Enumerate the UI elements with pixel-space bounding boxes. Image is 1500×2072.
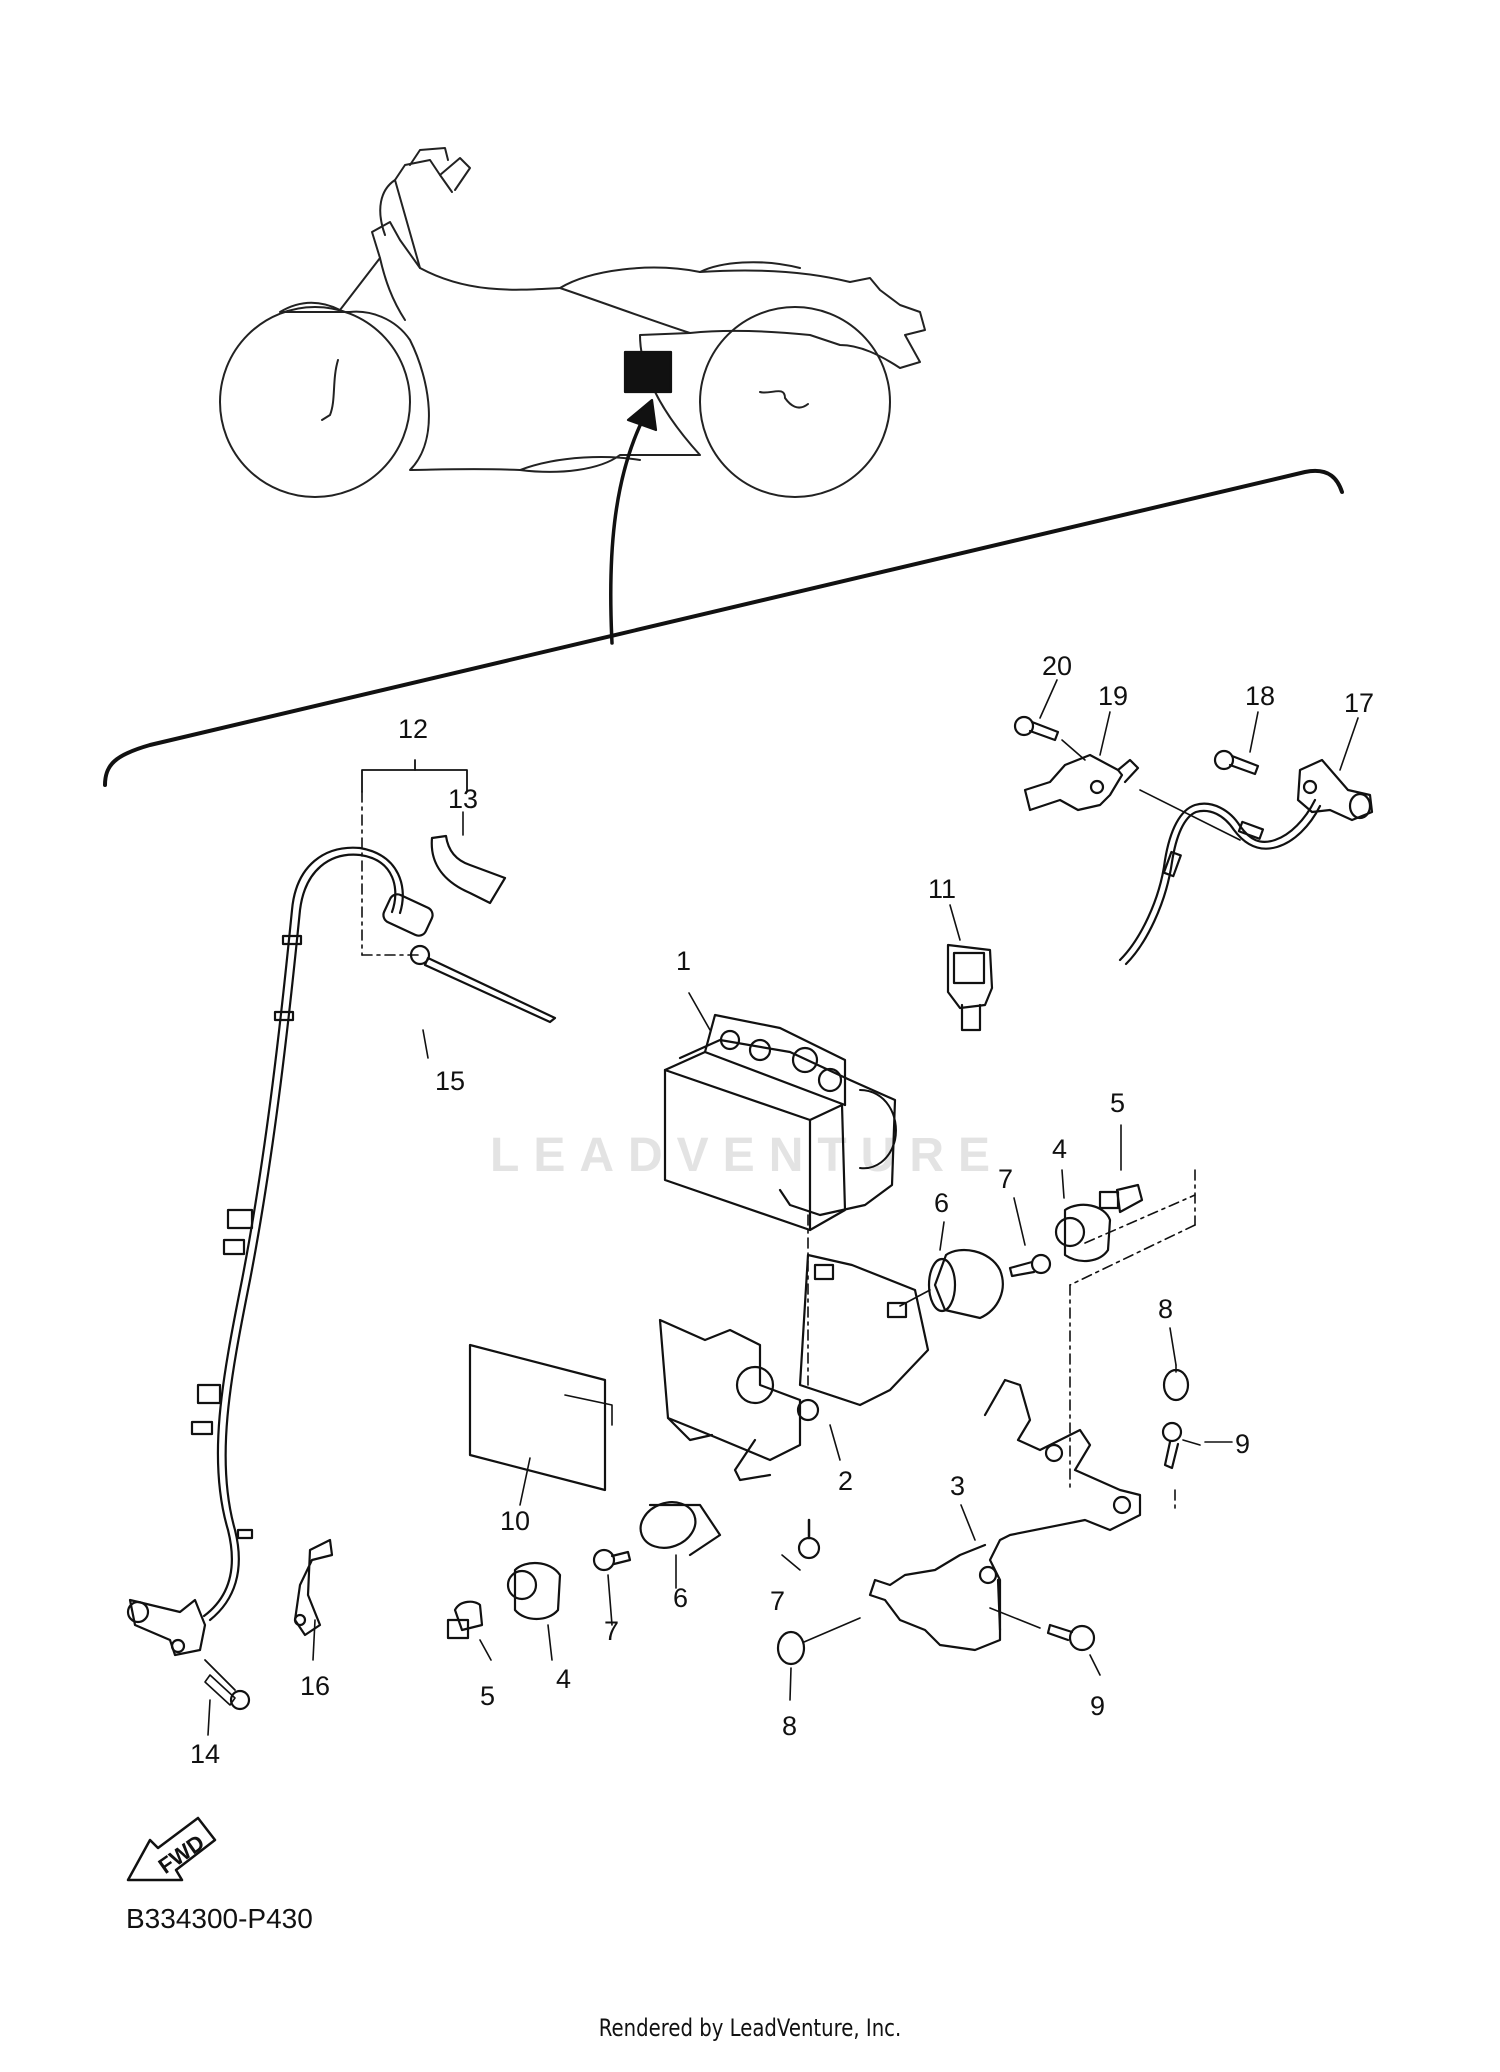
part-9-bolt-lower <box>989 1607 1096 1652</box>
label-part-10: 10 <box>500 1506 530 1536</box>
label-part-3: 3 <box>950 1471 965 1501</box>
rendered-by-footer: Rendered by LeadVenture, Inc. <box>598 2014 902 2042</box>
label-part-12: 12 <box>398 714 428 744</box>
label-part-7-lower-center: 7 <box>770 1586 785 1616</box>
part-2-bracket <box>658 1253 930 1482</box>
part-4-damper-upper <box>1054 1203 1112 1263</box>
part-15-cable-tie <box>409 944 557 1024</box>
diagram-code: B334300-P430 <box>126 1903 313 1934</box>
label-part-1: 1 <box>676 946 691 976</box>
label-part-20: 20 <box>1042 651 1072 681</box>
label-part-19: 19 <box>1098 681 1128 711</box>
label-part-8-upper: 8 <box>1158 1294 1173 1324</box>
part-1-abs-unit <box>663 1013 897 1232</box>
part-12-front-sensor-lead <box>190 846 434 1622</box>
part-9-bolt-upper <box>1161 1421 1201 1470</box>
label-part-9-lower: 9 <box>1090 1691 1105 1721</box>
label-part-5-lower: 5 <box>480 1681 495 1711</box>
label-part-9-upper: 9 <box>1235 1429 1250 1459</box>
label-part-4-upper: 4 <box>1052 1134 1067 1164</box>
label-part-6-upper: 6 <box>934 1188 949 1218</box>
label-part-4-lower: 4 <box>556 1664 571 1694</box>
part-6-grommet-lower <box>639 1501 722 1557</box>
part-5-bushing-lower <box>446 1600 484 1640</box>
part-7-bolt-upper <box>1008 1253 1052 1278</box>
label-part-16: 16 <box>300 1671 330 1701</box>
part-14-sensor <box>126 1598 251 1711</box>
location-arrow <box>608 413 647 645</box>
label-part-7-lower-left: 7 <box>604 1616 619 1646</box>
part-3-bracket <box>868 1378 1142 1652</box>
part-8-nut-lower <box>776 1617 861 1666</box>
part-16-clip <box>293 1538 334 1637</box>
motorcycle-outline <box>219 147 926 498</box>
part-labels: 1 2 3 4 4 5 5 6 6 7 7 7 8 8 9 9 10 11 12… <box>190 651 1374 1769</box>
part-13-cap <box>430 834 507 905</box>
part-4-damper-lower <box>506 1562 562 1621</box>
watermark: LEADVENTURE <box>490 1129 1005 1182</box>
label-part-17: 17 <box>1344 688 1374 718</box>
label-part-8-lower: 8 <box>782 1711 797 1741</box>
rear-sensor-cable <box>1118 798 1322 966</box>
arrow-head <box>626 398 658 432</box>
part-17-rear-sensor <box>1296 758 1374 822</box>
leader-lines <box>207 679 1359 1736</box>
part-5-bushing-upper <box>1098 1183 1144 1214</box>
part-18-bolt <box>1213 749 1260 776</box>
part-7-bolt-lower-left <box>592 1548 632 1572</box>
part-8-nut-upper <box>1162 1364 1190 1402</box>
part-19-bracket <box>1023 753 1140 812</box>
part-6-grommet-upper <box>899 1248 1004 1320</box>
label-part-2: 2 <box>838 1466 853 1496</box>
label-part-11: 11 <box>928 874 956 904</box>
part-10-pad <box>468 1343 613 1492</box>
part-20-bolt <box>1013 715 1060 742</box>
part-11-sensor <box>946 943 994 1032</box>
callout-divider <box>103 468 1344 787</box>
label-part-7-upper: 7 <box>998 1164 1013 1194</box>
label-part-13: 13 <box>448 784 478 814</box>
label-part-18: 18 <box>1245 681 1275 711</box>
label-part-5-upper: 5 <box>1110 1088 1125 1118</box>
label-part-15: 15 <box>435 1066 465 1096</box>
label-part-14: 14 <box>190 1739 220 1769</box>
label-part-6-lower: 6 <box>673 1583 688 1613</box>
part-7-bolt-lower-center <box>797 1518 821 1560</box>
fwd-arrow-icon: FWD <box>126 1816 217 1882</box>
abs-unit-location-marker <box>623 350 673 394</box>
